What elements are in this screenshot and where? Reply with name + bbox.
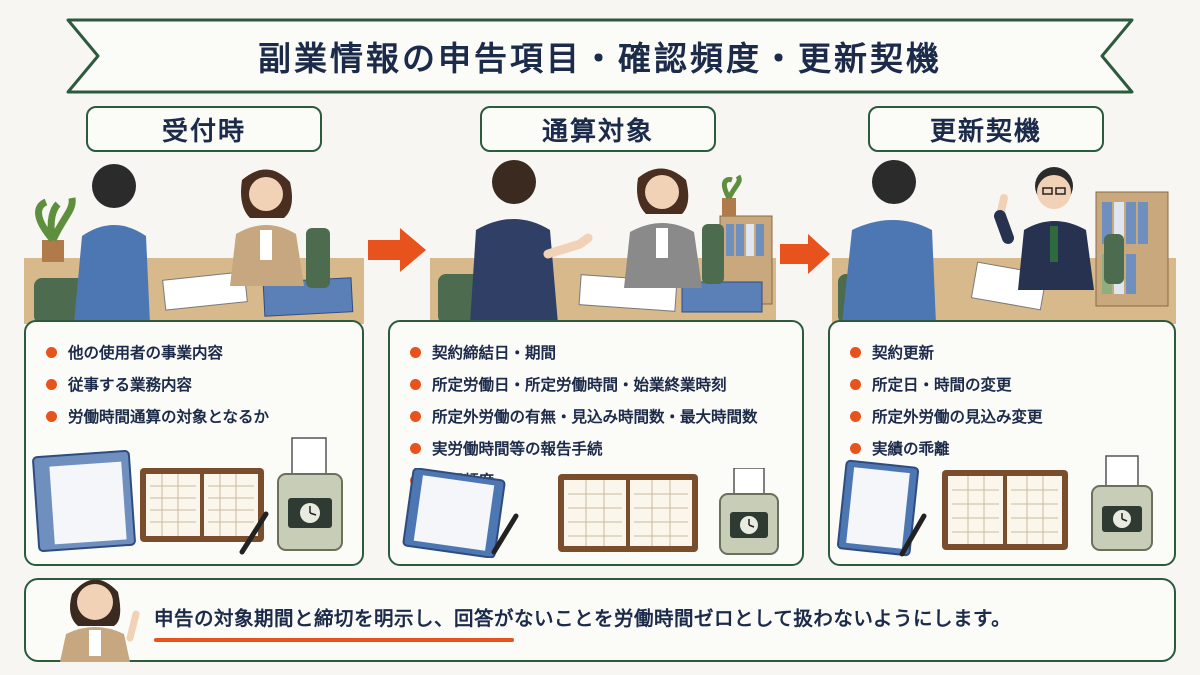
office-supplies-illustration xyxy=(32,437,343,555)
scene-aggregation-illustration xyxy=(430,158,776,324)
page-title: 副業情報の申告項目・確認頻度・更新契機 xyxy=(258,39,942,78)
list-item: 所定日・時間の変更 xyxy=(850,368,1174,400)
list-item: 所定労働日・所定労働時間・始業終業時刻 xyxy=(410,368,802,400)
item-list: 他の使用者の事業内容 従事する業務内容 労働時間通算の対象となるか xyxy=(26,322,362,432)
bullet-icon xyxy=(410,410,421,422)
column-label-renewal: 更新契機 xyxy=(868,106,1104,152)
office-supplies-illustration xyxy=(402,468,779,558)
item-list: 契約更新 所定日・時間の変更 所定外労働の見込み変更 実績の乖離 xyxy=(830,322,1174,464)
list-item: 実績の乖離 xyxy=(850,432,1174,464)
column-label-reception: 受付時 xyxy=(86,106,322,152)
bullet-icon xyxy=(850,410,861,422)
office-supplies-illustration xyxy=(836,455,1153,557)
bullet-icon xyxy=(410,378,421,390)
list-item: 所定外労働の有無・見込み時間数・最大時間数 xyxy=(410,400,802,432)
note-text: 申告の対象期間と締切を明示し、回答がないことを労働時間ゼロとして扱わないようにし… xyxy=(154,607,1012,630)
panel-reception: 他の使用者の事業内容 従事する業務内容 労働時間通算の対象となるか xyxy=(24,320,364,566)
bullet-icon xyxy=(850,346,861,358)
list-item: 他の使用者の事業内容 xyxy=(46,336,362,368)
title-banner: 副業情報の申告項目・確認頻度・更新契機 xyxy=(62,14,1138,98)
bullet-icon xyxy=(46,410,57,422)
item-list: 契約締結日・期間 所定労働日・所定労働時間・始業終業時刻 所定外労働の有無・見込… xyxy=(390,322,802,496)
list-item: 労働時間通算の対象となるか xyxy=(46,400,362,432)
list-item: 所定外労働の見込み変更 xyxy=(850,400,1174,432)
bullet-icon xyxy=(46,346,57,358)
arrow-right-icon xyxy=(368,228,426,272)
bullet-icon xyxy=(46,378,57,390)
list-item: 従事する業務内容 xyxy=(46,368,362,400)
bullet-icon xyxy=(850,378,861,390)
list-item: 契約締結日・期間 xyxy=(410,336,802,368)
list-item: 契約更新 xyxy=(850,336,1174,368)
scene-reception-illustration xyxy=(24,158,364,324)
list-item: 実労働時間等の報告手続 xyxy=(410,432,802,464)
bullet-icon xyxy=(410,442,421,454)
arrow-right-icon xyxy=(780,234,830,274)
panel-aggregation: 契約締結日・期間 所定労働日・所定労働時間・始業終業時刻 所定外労働の有無・見込… xyxy=(388,320,804,566)
scene-renewal-illustration xyxy=(832,158,1176,324)
panel-renewal: 契約更新 所定日・時間の変更 所定外労働の見込み変更 実績の乖離 xyxy=(828,320,1176,566)
note-panel: 申告の対象期間と締切を明示し、回答がないことを労働時間ゼロとして扱わないようにし… xyxy=(24,578,1176,662)
bullet-icon xyxy=(850,442,861,454)
bullet-icon xyxy=(410,346,421,358)
note-underline xyxy=(154,638,514,642)
advisor-avatar xyxy=(60,579,140,662)
column-label-aggregation: 通算対象 xyxy=(480,106,716,152)
